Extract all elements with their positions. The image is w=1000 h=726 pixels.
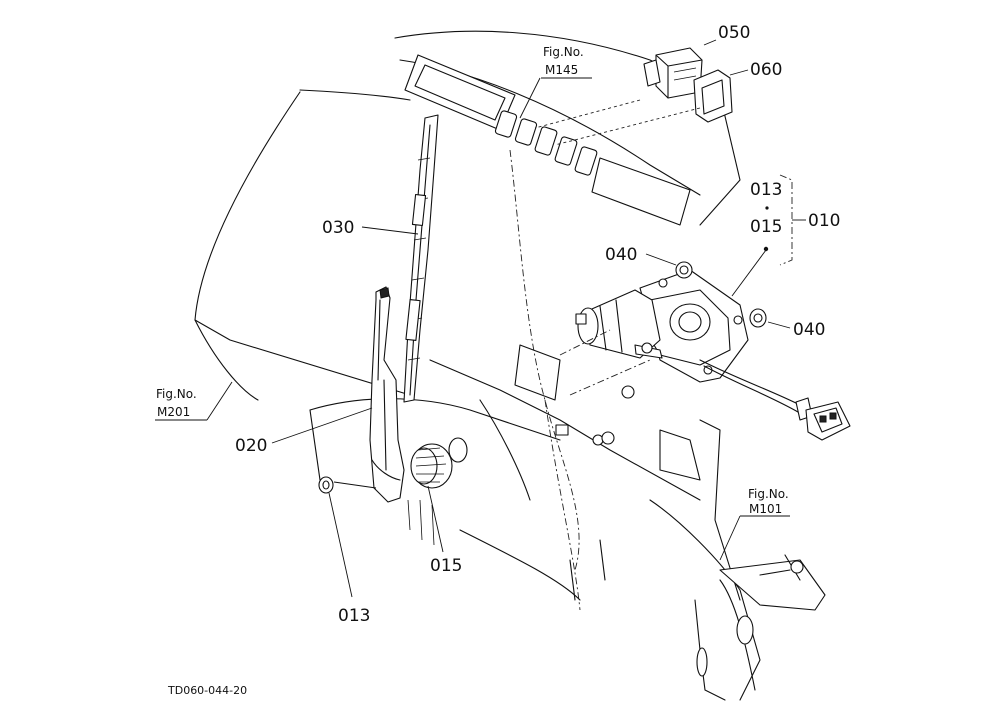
callout-015-group: 015 <box>750 217 782 237</box>
callout-labels: 050 060 013 015 010 030 040 040 020 015 … <box>235 23 840 626</box>
group-pointer-dot-icon <box>763 246 769 252</box>
fig-ref-m101-value: M101 <box>749 502 782 516</box>
switch-part-050 <box>643 47 703 99</box>
callout-030: 030 <box>322 218 354 238</box>
group-dot-icon <box>765 206 769 210</box>
drawing-code: TD060-044-20 <box>167 684 247 697</box>
callout-040-right: 040 <box>793 320 825 340</box>
callout-020: 020 <box>235 436 267 456</box>
callout-050: 050 <box>718 23 750 43</box>
callout-040-left: 040 <box>605 245 637 265</box>
washer-part-040-right <box>749 308 767 328</box>
nut-part-013 <box>318 476 334 494</box>
fig-ref-m201-label: Fig.No. <box>156 387 197 401</box>
boot-part-060 <box>693 69 733 123</box>
callout-013: 013 <box>338 606 370 626</box>
callout-015: 015 <box>430 556 462 576</box>
callout-010: 010 <box>808 211 840 231</box>
fig-ref-m201-value: M201 <box>157 405 190 419</box>
fig-ref-m145-label: Fig.No. <box>543 45 584 59</box>
leader-lines <box>155 39 806 598</box>
washer-part-040-left <box>675 261 693 279</box>
callout-013-group: 013 <box>750 180 782 200</box>
grommet-part-015 <box>410 443 453 489</box>
figure-references: Fig.No. M145 Fig.No. M201 Fig.No. M101 <box>156 45 789 516</box>
wiper-arm-part-020 <box>369 286 405 503</box>
cab-outline <box>194 30 826 701</box>
callout-060: 060 <box>750 60 782 80</box>
wiper-motor-part-010 <box>575 269 851 441</box>
fig-ref-m145-value: M145 <box>545 63 578 77</box>
fig-ref-m101-label: Fig.No. <box>748 487 789 501</box>
wiper-blade-part-030 <box>403 114 439 403</box>
